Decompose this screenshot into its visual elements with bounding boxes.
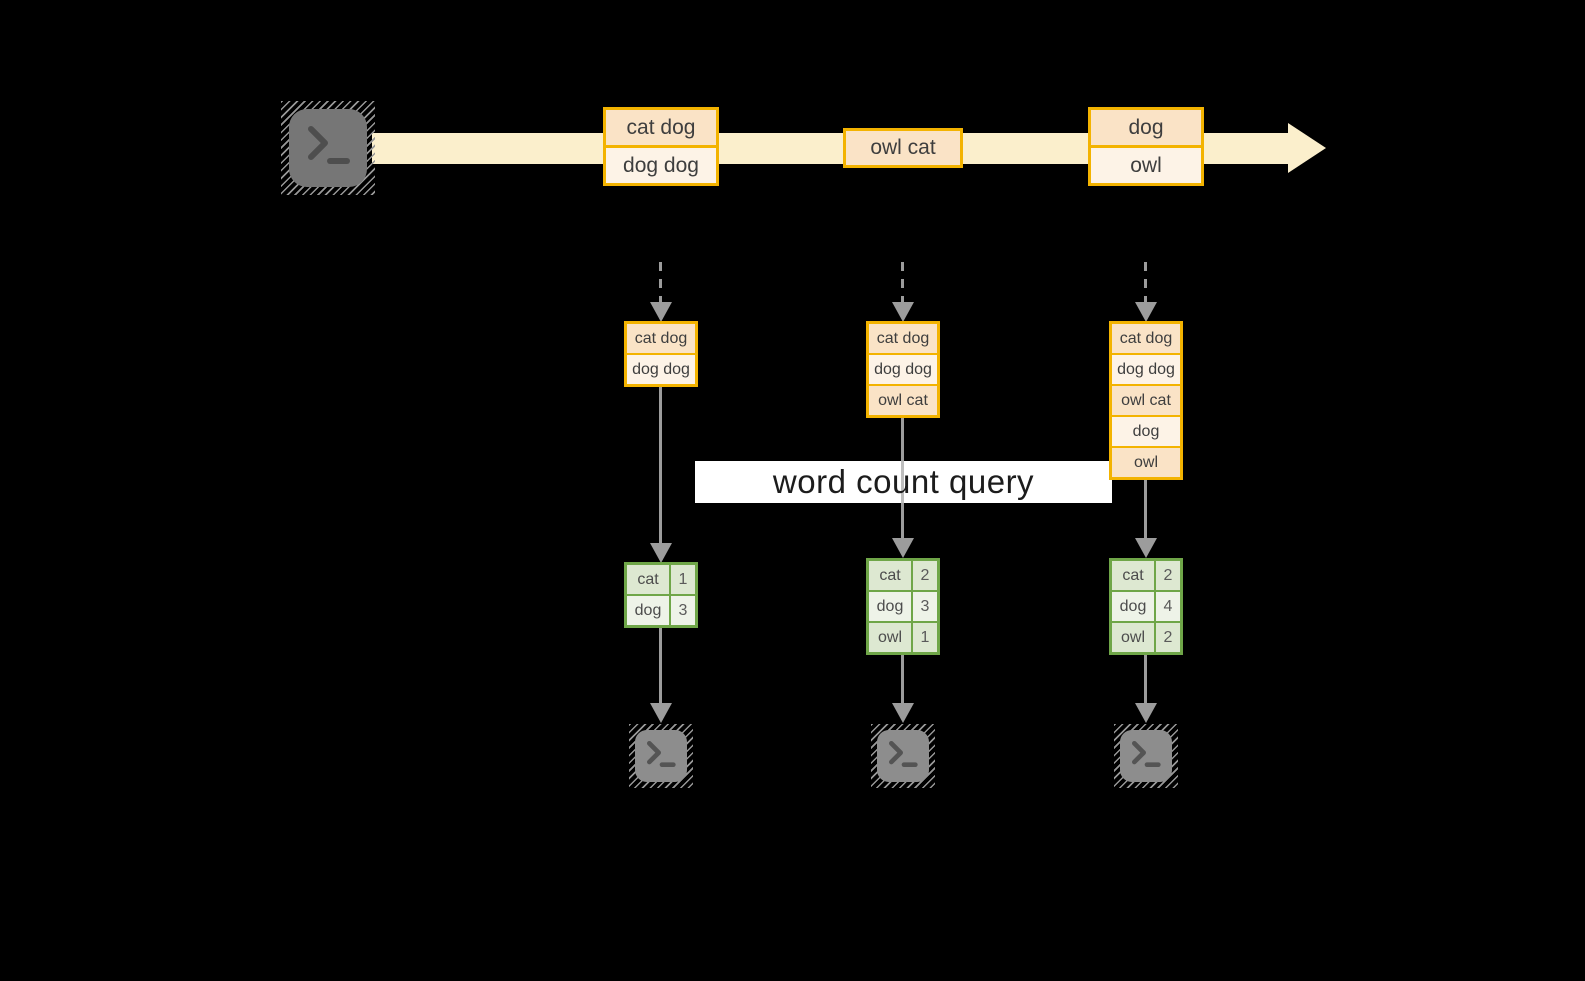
stream-batch-2: owl cat	[843, 128, 963, 168]
terminal-icon	[871, 724, 935, 788]
state-record: owl cat	[869, 384, 937, 415]
state-record: dog dog	[627, 353, 695, 384]
terminal-prompt-icon	[1132, 741, 1161, 767]
terminal-icon-body	[1120, 730, 1172, 782]
count-word: dog	[1119, 598, 1147, 615]
dashed-arrow-shaft	[659, 262, 662, 302]
arrowhead-icon	[892, 703, 914, 723]
count-row: dog 3	[627, 594, 695, 625]
count-word: cat	[637, 571, 659, 588]
count-row: dog 4	[1112, 590, 1180, 621]
stream-arrowhead-icon	[1288, 123, 1326, 173]
count-word: dog	[634, 602, 662, 619]
state-record: owl	[1112, 446, 1180, 477]
dashed-arrow-shaft	[1144, 262, 1147, 302]
state-stack-1: cat dog dog dog	[624, 321, 698, 387]
terminal-icon-body	[877, 730, 929, 782]
count-word: owl	[1120, 629, 1145, 646]
count-value: 1	[911, 623, 937, 652]
count-row: cat 2	[1112, 561, 1180, 590]
arrow-shaft	[1144, 480, 1147, 538]
terminal-icon	[1114, 724, 1178, 788]
stream-record: owl	[1091, 145, 1201, 183]
state-record: owl cat	[1112, 384, 1180, 415]
dashed-arrow-shaft	[901, 262, 904, 302]
arrowhead-icon	[1135, 703, 1157, 723]
arrow-shaft	[1144, 655, 1147, 703]
terminal-prompt-icon	[308, 126, 350, 164]
stream-record: dog dog	[606, 145, 716, 183]
count-value: 3	[669, 596, 695, 625]
count-word: dog	[876, 598, 904, 615]
terminal-icon	[281, 101, 375, 195]
count-table-1: cat 1 dog 3	[624, 562, 698, 628]
arrowhead-icon	[892, 538, 914, 558]
arrow-shaft	[659, 387, 662, 543]
state-record: dog	[1112, 415, 1180, 446]
query-banner-label: word count query	[772, 463, 1035, 500]
count-row: owl 2	[1112, 621, 1180, 652]
arrow-shaft	[659, 628, 662, 703]
count-word: owl	[877, 629, 902, 646]
dashed-arrowhead-icon	[892, 302, 914, 322]
stream-record: cat dog	[606, 110, 716, 145]
arrow-shaft-over-banner	[901, 461, 904, 503]
terminal-prompt-icon	[647, 741, 676, 767]
count-value: 3	[911, 592, 937, 621]
count-value: 2	[1154, 623, 1180, 652]
terminal-prompt-icon	[889, 741, 918, 767]
count-value: 2	[1154, 561, 1180, 590]
stream-batch-3: dog owl	[1088, 107, 1204, 186]
count-row: cat 1	[627, 565, 695, 594]
count-row: dog 3	[869, 590, 937, 621]
state-record: cat dog	[869, 324, 937, 353]
state-record: dog dog	[869, 353, 937, 384]
state-record: cat dog	[1112, 324, 1180, 353]
count-value: 1	[669, 565, 695, 594]
state-record: dog dog	[1112, 353, 1180, 384]
stream-record: dog	[1091, 110, 1201, 145]
count-table-3: cat 2 dog 4 owl 2	[1109, 558, 1183, 655]
terminal-icon	[629, 724, 693, 788]
state-stack-3: cat dog dog dog owl cat dog owl	[1109, 321, 1183, 480]
count-table-2: cat 2 dog 3 owl 1	[866, 558, 940, 655]
terminal-icon-body	[289, 109, 367, 187]
arrowhead-icon	[650, 703, 672, 723]
count-word: cat	[879, 567, 901, 584]
stream-batch-1: cat dog dog dog	[603, 107, 719, 186]
count-row: cat 2	[869, 561, 937, 590]
count-row: owl 1	[869, 621, 937, 652]
arrow-shaft	[901, 655, 904, 703]
count-value: 2	[911, 561, 937, 590]
state-record: cat dog	[627, 324, 695, 353]
count-word: cat	[1122, 567, 1144, 584]
arrowhead-icon	[650, 543, 672, 563]
count-value: 4	[1154, 592, 1180, 621]
dashed-arrowhead-icon	[1135, 302, 1157, 322]
state-stack-2: cat dog dog dog owl cat	[866, 321, 940, 418]
arrowhead-icon	[1135, 538, 1157, 558]
dashed-arrowhead-icon	[650, 302, 672, 322]
stream-record: owl cat	[846, 131, 960, 165]
terminal-icon-body	[635, 730, 687, 782]
